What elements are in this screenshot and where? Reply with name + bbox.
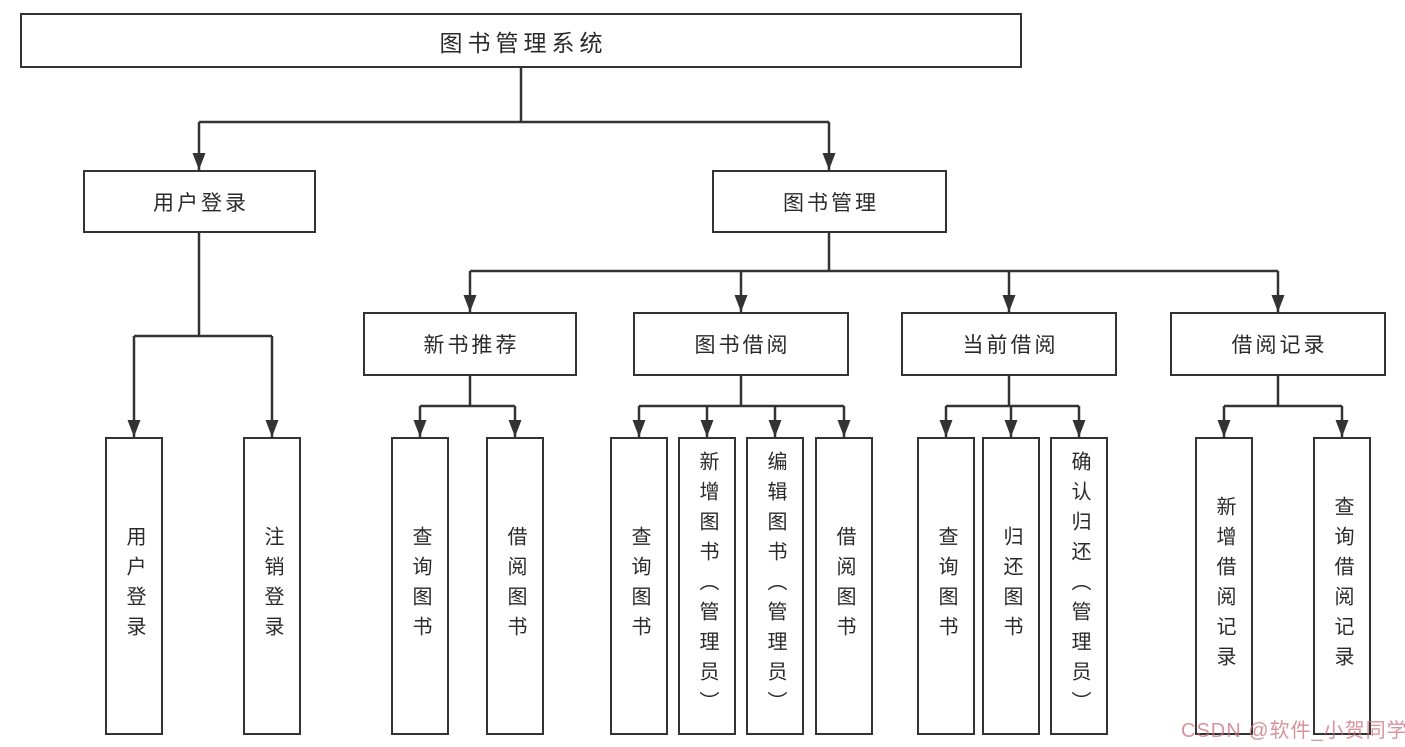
node-label: 图书管理 — [783, 191, 879, 215]
node-label: 查询图书 — [409, 526, 431, 646]
node-label: 用户登录 — [123, 526, 145, 646]
leaf-borrow-edit-book-admin: 编辑图书（管理员） — [746, 437, 804, 735]
node-label: 查询图书 — [628, 526, 650, 646]
node-borrow-records: 借阅记录 — [1170, 312, 1386, 376]
node-label: 图书借阅 — [694, 334, 791, 357]
node-label: 新书推荐 — [423, 334, 520, 357]
leaf-records-search-record: 查询借阅记录 — [1313, 437, 1371, 735]
node-label: 新增图书（管理员） — [696, 451, 718, 721]
node-label: 图书管理系统 — [439, 29, 608, 56]
connector-root-to-level1 — [197, 68, 831, 170]
node-book-management: 图书管理 — [712, 170, 947, 233]
node-user-login: 用户登录 — [83, 170, 316, 233]
node-library-management-system: 图书管理系统 — [20, 13, 1022, 68]
connector-records-to-leaves — [1222, 376, 1344, 437]
node-new-book-recommend: 新书推荐 — [363, 312, 577, 376]
node-label: 当前借阅 — [962, 334, 1059, 357]
node-label: 借阅图书 — [504, 526, 526, 646]
connector-recommend-to-leaves — [418, 376, 517, 437]
leaf-current-confirm-return-admin: 确认归还（管理员） — [1050, 437, 1108, 735]
node-label: 确认归还（管理员） — [1068, 451, 1090, 721]
leaf-borrow-search-book: 查询图书 — [610, 437, 668, 735]
leaf-recommend-borrow-book: 借阅图书 — [486, 437, 544, 735]
node-current-borrow: 当前借阅 — [901, 312, 1117, 376]
node-label: 用户登录 — [153, 191, 249, 215]
leaf-records-add-record: 新增借阅记录 — [1195, 437, 1253, 735]
leaf-borrow-add-book-admin: 新增图书（管理员） — [678, 437, 736, 735]
leaf-current-return-book: 归还图书 — [982, 437, 1040, 735]
node-label: 注销登录 — [261, 526, 283, 646]
leaf-logout: 注销登录 — [243, 437, 301, 735]
node-book-borrow: 图书借阅 — [633, 312, 849, 376]
node-label: 借阅图书 — [833, 526, 855, 646]
leaf-current-search-book: 查询图书 — [917, 437, 975, 735]
node-label: 查询借阅记录 — [1331, 496, 1353, 676]
watermark: CSDN @软件_小贺同学 — [1181, 720, 1405, 742]
node-label: 归还图书 — [1000, 526, 1022, 646]
connector-book-management-to-level2 — [468, 233, 1280, 312]
arrow-head-icons — [127, 153, 1349, 437]
node-label: 编辑图书（管理员） — [764, 451, 786, 721]
node-label: 借阅记录 — [1231, 334, 1328, 357]
connector-borrow-to-leaves — [637, 376, 846, 437]
leaf-borrow-borrow-book: 借阅图书 — [815, 437, 873, 735]
node-label: 新增借阅记录 — [1213, 496, 1235, 676]
node-label: 查询图书 — [935, 526, 957, 646]
leaf-user-login: 用户登录 — [105, 437, 163, 735]
leaf-recommend-search-book: 查询图书 — [391, 437, 449, 735]
connector-user-login-to-leaves — [132, 233, 274, 437]
